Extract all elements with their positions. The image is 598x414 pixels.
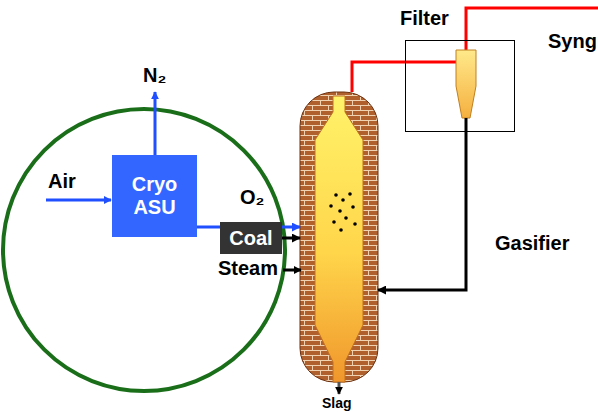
node-label: Gasifier bbox=[495, 232, 569, 255]
flow-connector bbox=[282, 237, 300, 240]
reaction-chamber bbox=[315, 96, 363, 382]
node-label: Filter bbox=[400, 7, 449, 30]
process-box: Cryo ASU bbox=[112, 155, 197, 237]
flow-connector bbox=[352, 62, 405, 92]
feed-box: Coal bbox=[220, 222, 282, 254]
stream-label: Steam bbox=[218, 257, 278, 280]
node-label: Cryo ASU bbox=[116, 173, 193, 219]
cyclone-drain bbox=[465, 118, 468, 132]
stream-label: Slag bbox=[322, 395, 352, 412]
nitrogen-arrow bbox=[154, 92, 157, 155]
stream-label: Syng bbox=[548, 30, 597, 53]
stream-label: Air bbox=[48, 170, 76, 193]
cyclone-filter bbox=[456, 50, 476, 118]
highlight-circle bbox=[3, 109, 285, 391]
stream-label: O₂ bbox=[240, 186, 264, 209]
cyclone-inlet bbox=[405, 61, 458, 64]
steam-arrow bbox=[283, 269, 301, 272]
stream-label: N₂ bbox=[143, 64, 166, 87]
slag-arrow bbox=[338, 382, 341, 394]
air-arrow bbox=[46, 199, 111, 202]
coal-particles bbox=[329, 192, 357, 232]
brick-vessel bbox=[300, 92, 378, 382]
flow-connector bbox=[378, 132, 466, 290]
filter-box: Filter bbox=[405, 40, 515, 132]
node-label: Coal bbox=[229, 227, 272, 250]
gasifier-vessel: Gasifier bbox=[300, 92, 378, 382]
